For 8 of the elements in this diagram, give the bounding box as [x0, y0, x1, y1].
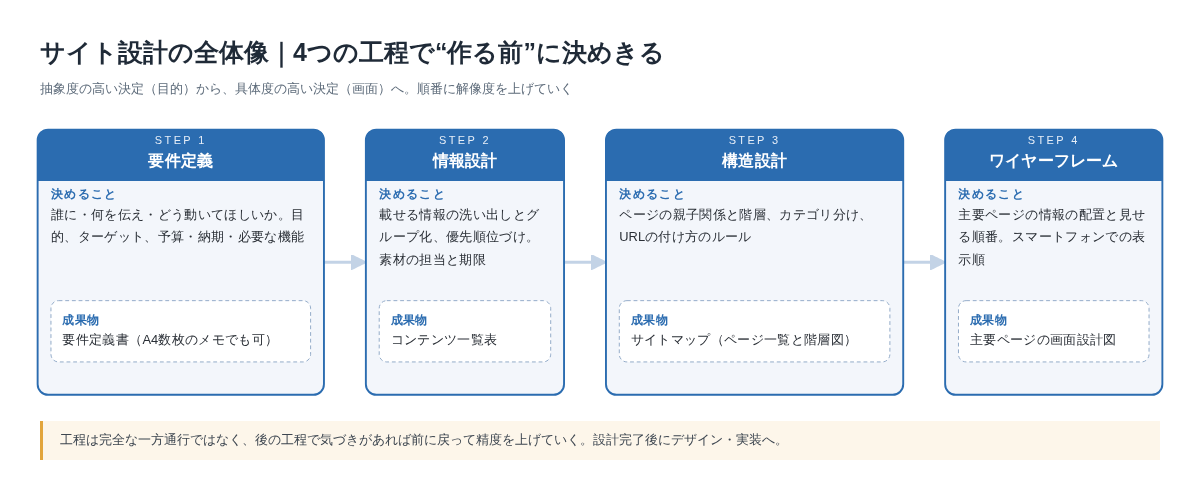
- note: 工程は完全な一方通行ではなく、後の工程で気づきがあれば前に戻って精度を上げていく。設計完了後にデザイン・実装へ。: [40, 421, 1160, 460]
- node-box: 成果物 コンテンツ一覧表: [378, 299, 552, 363]
- node-box: 成果物 主要ページの画面設計図: [958, 299, 1150, 363]
- title: サイト設計の全体像｜4つの工程で“作る前”に決めきる: [40, 37, 665, 69]
- arrow: [903, 253, 946, 271]
- node-box: 成果物 要件定義書（A4数枚のメモでも可）: [50, 299, 312, 363]
- node-box: 成果物 サイトマップ（ページ一覧と階層図）: [618, 299, 891, 363]
- subtitle: 抽象度の高い決定（目的）から、具体度の高い決定（画面）へ。順番に解像度を上げていく: [40, 80, 573, 98]
